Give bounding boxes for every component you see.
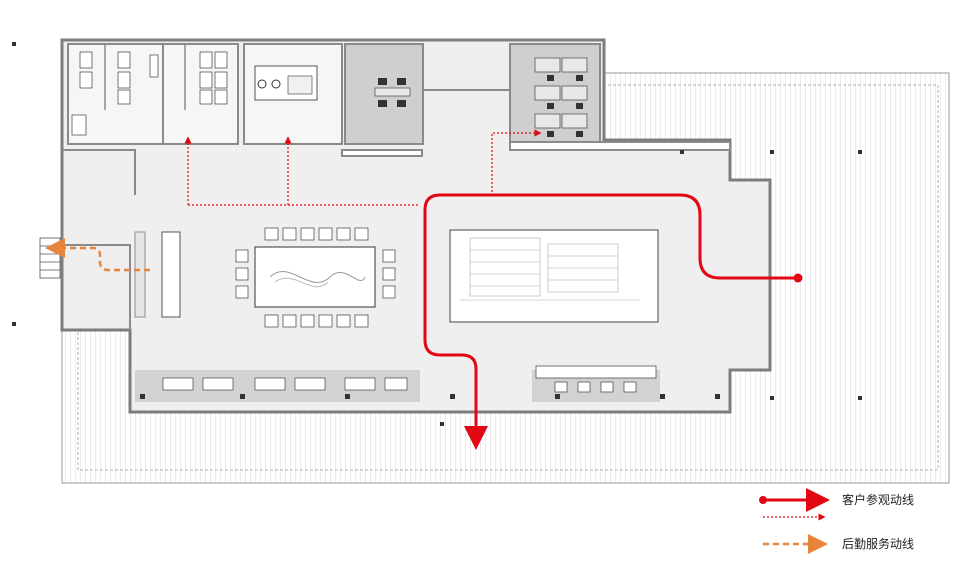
- visitor-route-dotted: [184, 129, 542, 206]
- legend-label-service: 后勤服务动线: [842, 536, 914, 551]
- service-route: [45, 238, 150, 272]
- route-start-point: [793, 273, 803, 283]
- internal-walls: [62, 89, 731, 330]
- exterior-stair: [39, 237, 61, 279]
- legend-item-service: 后勤服务动线: [763, 534, 914, 554]
- bar-counter: [532, 365, 660, 402]
- site-model-display: [449, 229, 659, 323]
- legend-label-visitor: 客户参观动线: [842, 492, 914, 507]
- kitchen-room: [243, 43, 343, 145]
- columns: [12, 42, 862, 426]
- office-left: [344, 43, 424, 145]
- conference-table: [235, 227, 396, 328]
- restroom-block: [67, 43, 239, 145]
- negotiation-area: [135, 370, 420, 402]
- legend-item-visitor-solid: 客户参观动线: [759, 488, 914, 512]
- visitor-route-solid: [423, 193, 803, 450]
- legend: 客户参观动线 后勤服务动线: [759, 488, 914, 554]
- reception-desk: [134, 231, 181, 318]
- office-right: [509, 43, 601, 143]
